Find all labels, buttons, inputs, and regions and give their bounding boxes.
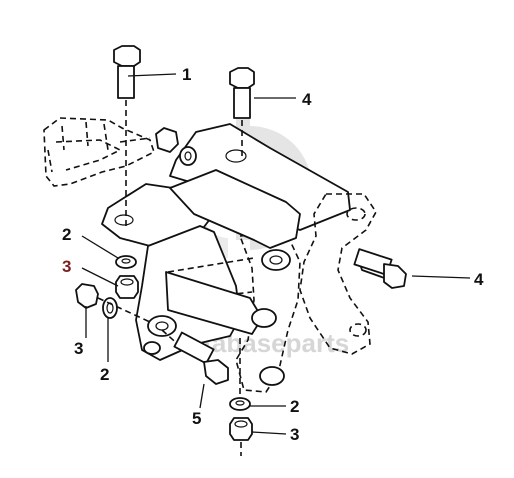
nut-3-left-upper: [115, 275, 139, 299]
washer-top-center: [179, 146, 197, 166]
callout-5: 5: [192, 409, 201, 428]
callout-4-top: 4: [302, 90, 312, 109]
nut-top-center: [155, 127, 179, 153]
callout-3-lower-left: 3: [74, 339, 83, 358]
callout-2-upper-left: 2: [62, 225, 71, 244]
callout-2-bottom: 2: [290, 397, 299, 416]
leader-lines: [81, 73, 471, 435]
washer-2-left-lower: [102, 297, 118, 319]
nut-3-left-lower: [75, 283, 99, 309]
callout-4-right: 4: [474, 270, 484, 289]
main-bracket: [101, 123, 377, 393]
callout-3-upper-left: 3: [62, 257, 71, 276]
nut-3-bottom: [229, 417, 253, 441]
washer-2-left-upper: [115, 255, 137, 269]
bolt-1: [113, 45, 141, 228]
bolt-4-top: [229, 67, 255, 158]
callout-3-bottom: 3: [290, 425, 299, 444]
upper-bracket: [43, 117, 155, 187]
callout-2-lower-left: 2: [100, 365, 109, 384]
bolt-5: [161, 329, 229, 385]
axis-top: [119, 137, 151, 143]
bolt-4-right: [353, 248, 407, 289]
washer-2-bottom: [229, 397, 251, 411]
callout-1: 1: [182, 65, 191, 84]
